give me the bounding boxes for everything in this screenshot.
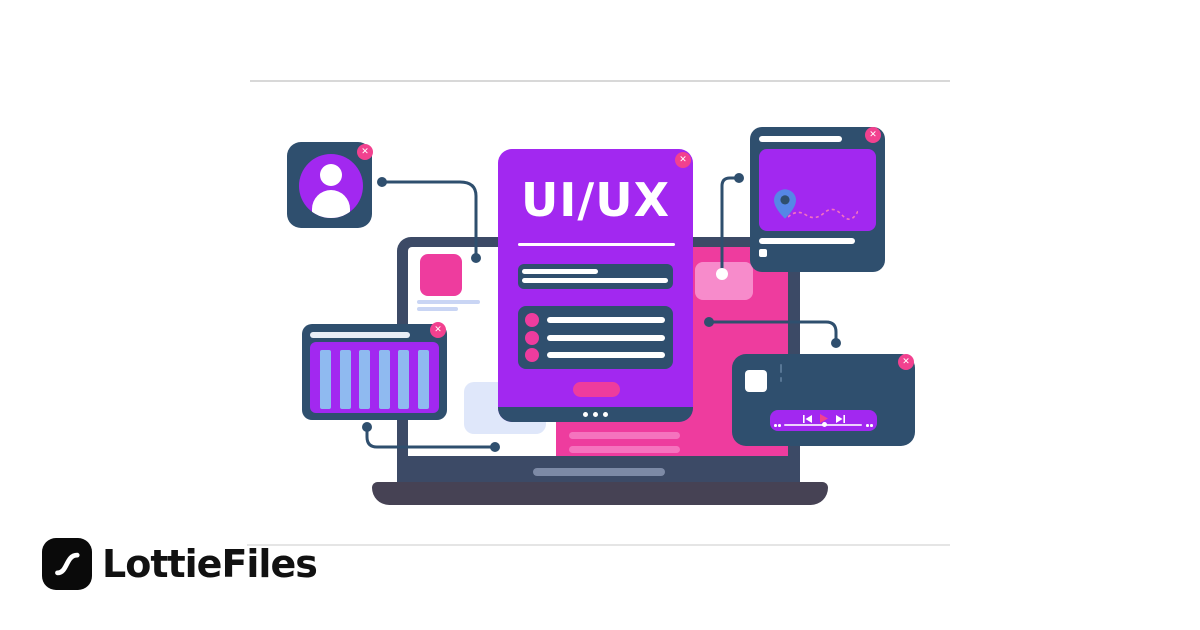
close-icon[interactable]: ✕	[898, 354, 914, 370]
map-route-path	[788, 208, 858, 220]
location-pin-icon	[774, 189, 796, 219]
close-icon[interactable]: ✕	[430, 322, 446, 338]
screen-pink-text-line	[569, 446, 680, 453]
bar-chart-card: ✕	[302, 322, 447, 420]
card-footer	[498, 407, 693, 422]
close-icon[interactable]: ✕	[357, 144, 373, 160]
user-icon	[320, 164, 342, 186]
screen-text-line	[417, 307, 458, 311]
player-dot	[778, 424, 781, 427]
footer-dot	[583, 412, 588, 417]
brand-name: LottieFiles	[102, 542, 318, 586]
close-icon[interactable]: ✕	[865, 127, 881, 143]
text-line	[522, 269, 598, 274]
avatar	[299, 154, 363, 218]
screen-lightpink-block	[695, 262, 753, 300]
player-text-dash	[780, 364, 782, 373]
action-button[interactable]	[573, 382, 620, 397]
player-dot	[866, 424, 869, 427]
screen-text-line	[417, 300, 480, 304]
screen-pink-text-line	[569, 432, 680, 439]
footer-dot	[593, 412, 598, 417]
chart-bar	[359, 350, 371, 409]
top-divider	[250, 80, 950, 82]
uiux-title: UI/UX	[520, 173, 671, 227]
chart-bar	[398, 350, 410, 409]
map-caption-line	[759, 238, 855, 244]
chart-title-line	[310, 332, 410, 338]
map-card: ✕	[750, 127, 885, 272]
lottiefiles-swoosh-icon	[55, 552, 80, 576]
list-row	[525, 313, 665, 327]
avatar-card: ✕	[287, 142, 373, 228]
bottom-divider	[247, 544, 950, 546]
previous-icon[interactable]	[802, 414, 812, 423]
player-controls-bar	[770, 410, 877, 431]
map-caption-square	[759, 249, 767, 257]
screen-thumbnail	[420, 254, 462, 296]
lottiefiles-logo-mark[interactable]	[42, 538, 92, 590]
text-line	[522, 278, 668, 283]
chart-bar	[339, 350, 351, 409]
close-icon[interactable]: ✕	[675, 152, 691, 168]
media-player-card: ✕	[732, 354, 915, 446]
next-icon[interactable]	[835, 414, 845, 423]
player-text-dash	[780, 377, 782, 382]
chart-bar	[378, 350, 390, 409]
chart-bar	[417, 350, 429, 409]
list-row	[525, 348, 665, 362]
player-dot	[870, 424, 873, 427]
text-block	[518, 264, 673, 289]
chart-bar	[320, 350, 331, 409]
bar-chart-bars	[310, 342, 439, 413]
laptop-base	[372, 482, 828, 505]
user-icon-body	[312, 190, 350, 218]
uiux-card: UI/UX ✕	[498, 149, 693, 422]
album-art	[745, 370, 767, 392]
play-icon[interactable]	[819, 414, 828, 423]
list-row	[525, 331, 665, 345]
progress-knob[interactable]	[822, 422, 827, 427]
footer-dot	[603, 412, 608, 417]
title-underline	[518, 243, 675, 246]
bullet-list-block	[518, 306, 673, 369]
laptop-hinge-pill	[533, 468, 665, 476]
player-dot	[774, 424, 777, 427]
map-title-line	[759, 136, 842, 142]
